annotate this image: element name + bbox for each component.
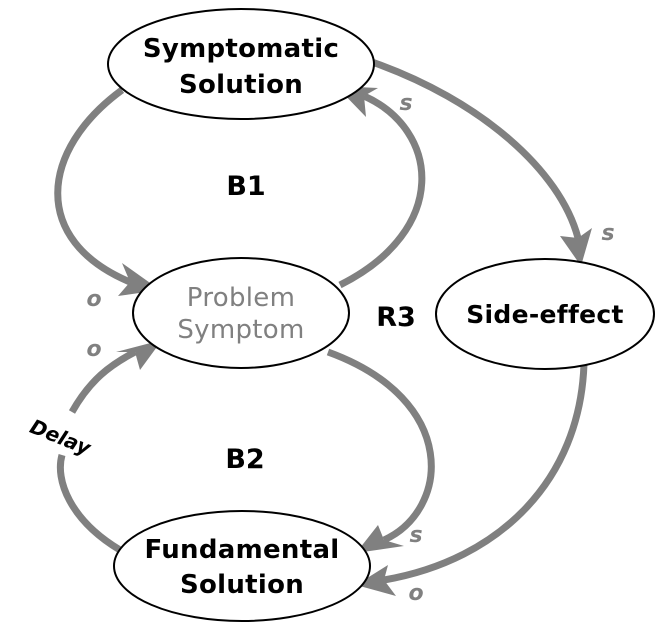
- node-label-line2: Solution: [180, 570, 304, 600]
- arrowhead-icon: [356, 525, 404, 553]
- node-label: Side-effect: [466, 300, 624, 329]
- link-side-effect-to-fundamental: [356, 363, 588, 596]
- link-problem-to-fundamental: [326, 348, 435, 553]
- node-side-effect[interactable]: Side-effect: [435, 258, 655, 370]
- link-fundamental-to-problem: [56, 340, 162, 554]
- node-label-line2: Symptom: [177, 315, 304, 345]
- node-label-line1: Fundamental: [144, 535, 339, 565]
- node-label-line2: Solution: [179, 70, 303, 100]
- node-symptomatic-solution[interactable]: Symptomatic Solution: [107, 8, 375, 120]
- polarity-label-fs-to-ps: o: [86, 337, 101, 362]
- link-symptomatic-to-problem: [54, 87, 160, 296]
- link-symptomatic-to-side-effect: [370, 58, 592, 266]
- polarity-label-ss-to-ps: o: [86, 287, 101, 312]
- polarity-label-ps-to-ss: s: [399, 91, 412, 116]
- arrowhead-icon: [560, 228, 592, 266]
- loop-label-r3: R3: [376, 302, 416, 333]
- polarity-label-ps-to-fs: s: [409, 523, 422, 548]
- node-fundamental-solution[interactable]: Fundamental Solution: [113, 510, 371, 622]
- loop-label-b2: B2: [225, 444, 264, 475]
- arrowhead-icon: [356, 565, 396, 596]
- loop-label-b1: B1: [226, 171, 265, 202]
- arrowhead-icon: [116, 340, 162, 370]
- polarity-label-ss-to-se: s: [601, 221, 614, 246]
- node-label-line1: Symptomatic: [143, 34, 339, 64]
- delay-label: Delay: [27, 414, 95, 460]
- node-label-line1: Problem: [187, 283, 295, 313]
- node-problem-symptom[interactable]: Problem Symptom: [132, 257, 350, 369]
- polarity-label-se-to-fs: o: [408, 581, 423, 606]
